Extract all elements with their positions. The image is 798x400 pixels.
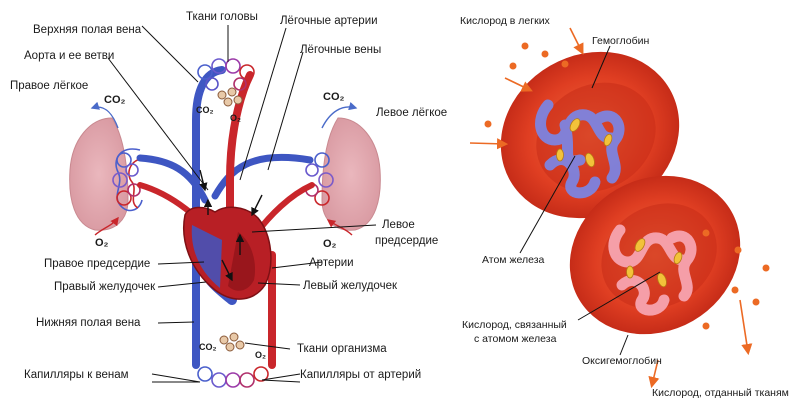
label-iron-atom: Атом железа [482, 254, 544, 267]
gas-co2-left-lung: CO₂ [323, 92, 344, 102]
label-left-atrium-line1: Левое [382, 219, 415, 232]
label-pulmonary-veins: Лёгочные вены [300, 44, 381, 57]
gas-o2-head: O₂ [230, 113, 241, 123]
label-bound-oxygen-line1: Кислород, связанный [462, 319, 567, 332]
label-inferior-vena-cava: Нижняя полая вена [36, 317, 140, 330]
label-body-tissue: Ткани организма [297, 343, 387, 356]
gas-o2-body: O₂ [255, 350, 266, 360]
head-tissue-cells [218, 88, 242, 106]
gas-co2-head: CO₂ [196, 105, 214, 115]
body-tissue-cells [220, 333, 244, 351]
label-head-tissue: Ткани головы [186, 11, 258, 24]
label-oxygen-to-tissue: Кислород, отданный тканям [652, 387, 789, 400]
body-capillaries [198, 367, 268, 387]
label-oxyhemoglobin: Оксигемоглобин [582, 355, 662, 368]
label-capillaries-from-arteries: Капилляры от артерий [300, 369, 421, 382]
label-pulmonary-arteries: Лёгочные артерии [280, 15, 378, 28]
label-oxygen-in-lungs: Кислород в легких [460, 15, 550, 28]
label-left-atrium-line2: предсердие [375, 235, 438, 248]
label-left-ventricle: Левый желудочек [303, 280, 397, 293]
gas-co2-body: CO₂ [199, 342, 217, 352]
label-right-lung: Правое лёгкое [10, 80, 88, 93]
label-left-lung: Левое лёгкое [376, 107, 447, 120]
label-right-ventricle: Правый желудочек [54, 281, 155, 294]
label-right-atrium: Правое предсердие [44, 258, 150, 271]
circulation-diagram [70, 25, 381, 387]
gas-co2-right-lung: CO₂ [104, 95, 125, 105]
label-arteries: Артерии [309, 257, 354, 270]
label-capillaries-to-veins: Капилляры к венам [24, 369, 129, 382]
label-bound-oxygen-line2: с атомом железа [474, 333, 556, 346]
gas-o2-left-lung: O₂ [323, 239, 336, 249]
gas-o2-right-lung: O₂ [95, 238, 108, 248]
label-hemoglobin: Гемоглобин [592, 35, 649, 48]
label-superior-vena-cava: Верхняя полая вена [33, 24, 141, 37]
label-aorta: Аорта и ее ветви [24, 50, 114, 63]
